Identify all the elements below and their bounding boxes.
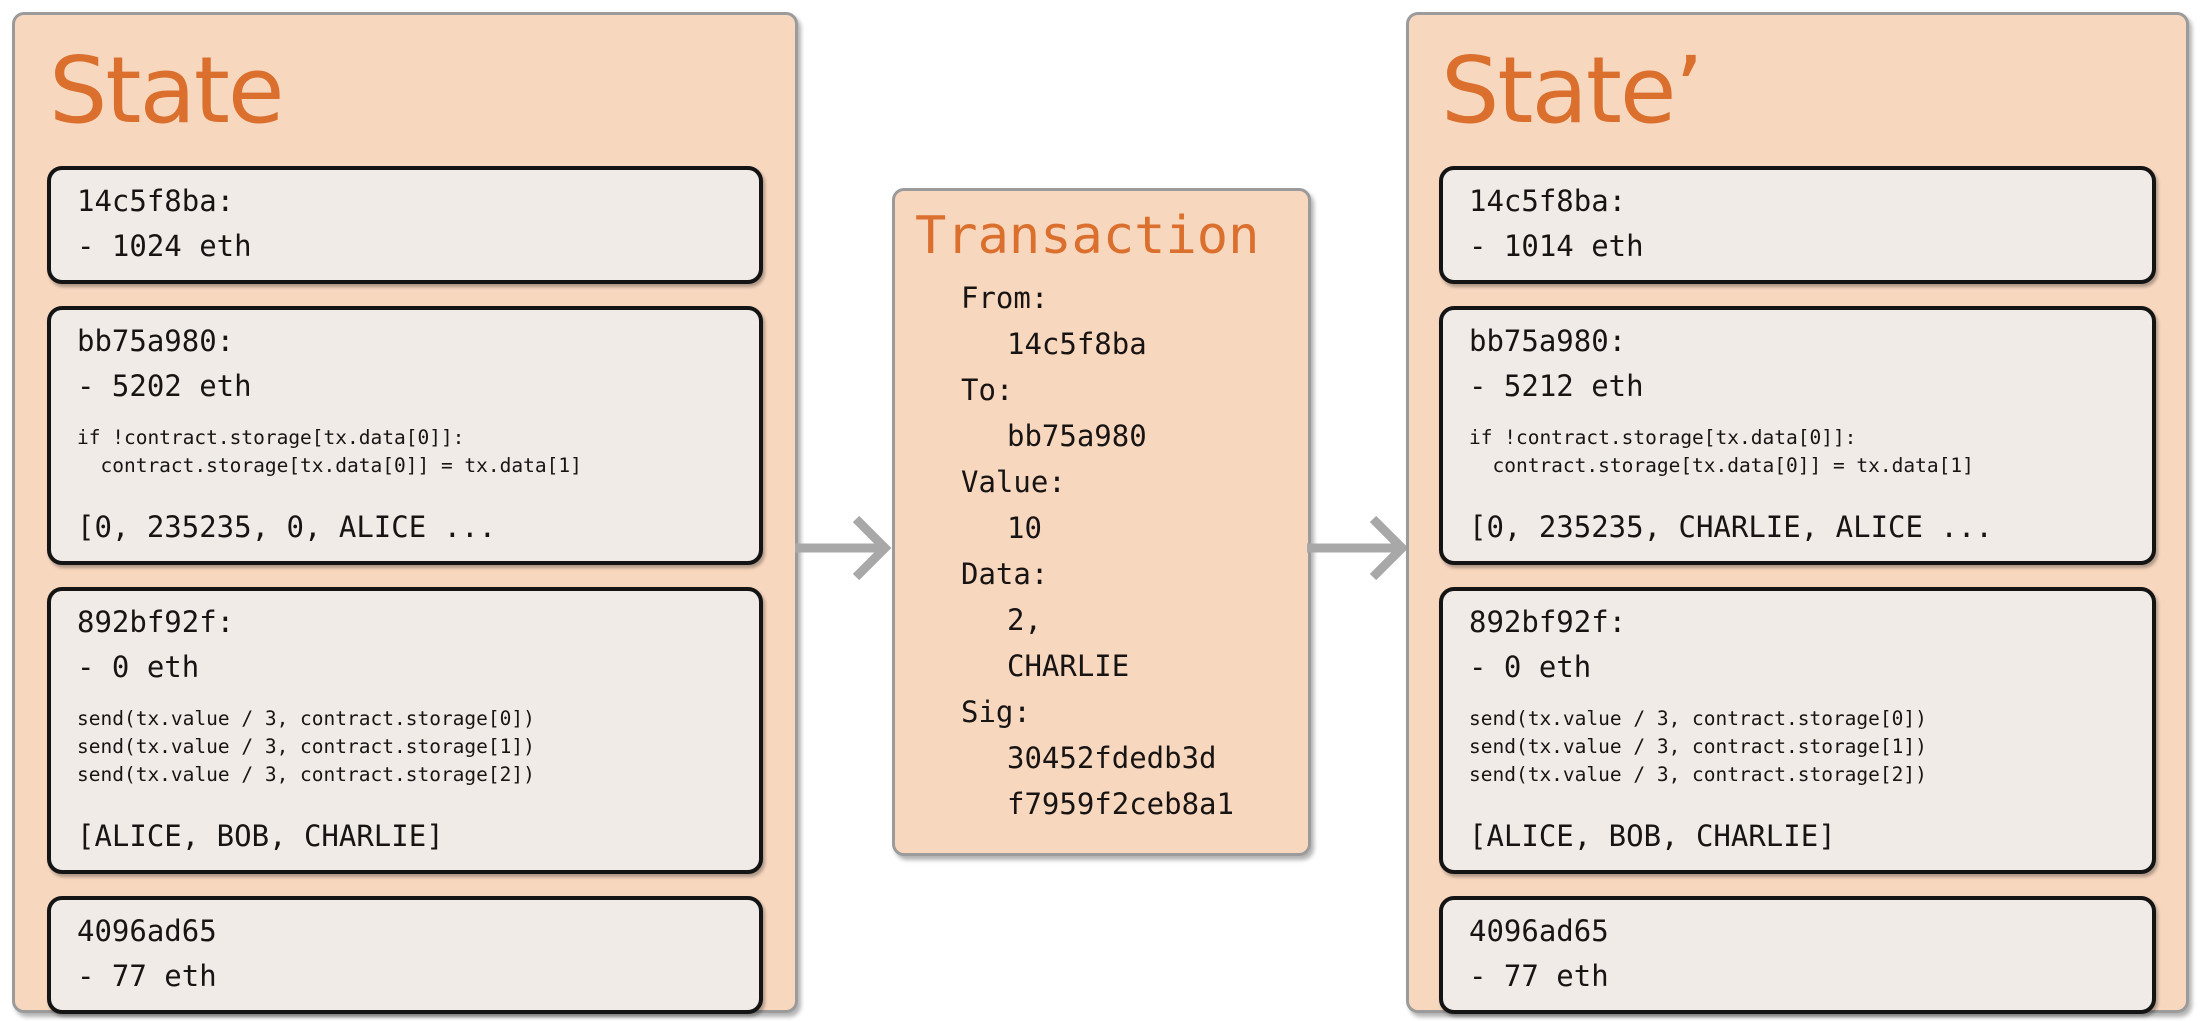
account-balance: - 5212 eth: [1469, 369, 1644, 404]
contract-code: if !contract.storage[tx.data[0]]: contra…: [1469, 424, 2128, 480]
tx-from-label: From:: [961, 281, 1049, 315]
account-balance: - 5202 eth: [77, 369, 252, 404]
account-address: 892bf92f:: [1469, 605, 1627, 640]
account-balance: - 1014 eth: [1469, 229, 1644, 264]
account-balance: - 0 eth: [77, 650, 200, 685]
arrowhead-icon: [1369, 515, 1409, 581]
account-address: 4096ad65: [1469, 914, 1609, 949]
account-card-bb75a980-before: bb75a980: - 5202 eth if !contract.storag…: [47, 306, 763, 566]
code-line: send(tx.value / 3, contract.storage[2]): [77, 763, 535, 787]
tx-from-value: 14c5f8ba: [1007, 327, 1147, 361]
account-address: 14c5f8ba:: [1469, 184, 1627, 219]
contract-storage: [0, 235235, CHARLIE, ALICE ...: [1469, 510, 1993, 545]
code-line: contract.storage[tx.data[0]] = tx.data[1…: [77, 454, 582, 478]
account-card-892bf92f-after: 892bf92f: - 0 eth send(tx.value / 3, con…: [1439, 587, 2156, 875]
contract-storage: [ALICE, BOB, CHARLIE]: [1469, 819, 1836, 854]
arrow-state-to-transaction: [795, 515, 892, 581]
account-balance: - 0 eth: [1469, 650, 1592, 685]
tx-to-value: bb75a980: [1007, 419, 1147, 453]
tx-sig-value: f7959f2ceb8a1: [1007, 787, 1234, 821]
account-card-14c5f8ba-after: 14c5f8ba: - 1014 eth: [1439, 166, 2156, 285]
account-card-14c5f8ba-before: 14c5f8ba: - 1024 eth: [47, 166, 763, 285]
tx-to-label: To:: [961, 373, 1014, 407]
code-line: if !contract.storage[tx.data[0]]:: [1469, 426, 1857, 450]
account-card-4096ad65-before: 4096ad65 - 77 eth: [47, 896, 763, 1015]
tx-data-value: 2,: [1007, 603, 1042, 637]
tx-sig-value: 30452fdedb3d: [1007, 741, 1217, 775]
arrowhead-icon: [852, 515, 892, 581]
state-after-panel: State’ 14c5f8ba: - 1014 eth bb75a980: - …: [1406, 12, 2189, 1015]
code-line: send(tx.value / 3, contract.storage[1]): [77, 735, 535, 759]
transaction-panel: Transaction From: 14c5f8ba To: bb75a980 …: [892, 188, 1311, 856]
code-line: if !contract.storage[tx.data[0]]:: [77, 426, 465, 450]
state-after-title: State’: [1441, 37, 1704, 144]
state-before-panel: State 14c5f8ba: - 1024 eth bb75a980: - 5…: [12, 12, 798, 1015]
code-line: send(tx.value / 3, contract.storage[1]): [1469, 735, 1927, 759]
code-line: send(tx.value / 3, contract.storage[0]): [1469, 707, 1927, 731]
code-line: contract.storage[tx.data[0]] = tx.data[1…: [1469, 454, 1974, 478]
tx-value-value: 10: [1007, 511, 1042, 545]
tx-data-value: CHARLIE: [1007, 649, 1130, 683]
account-balance: - 77 eth: [77, 959, 217, 994]
account-balance: - 1024 eth: [77, 229, 252, 264]
contract-code: if !contract.storage[tx.data[0]]: contra…: [77, 424, 735, 480]
contract-code: send(tx.value / 3, contract.storage[0]) …: [77, 705, 735, 789]
tx-sig-label: Sig:: [961, 695, 1031, 729]
arrow-transaction-to-state-after: [1307, 515, 1409, 581]
contract-storage: [0, 235235, 0, ALICE ...: [77, 510, 497, 545]
account-card-4096ad65-after: 4096ad65 - 77 eth: [1439, 896, 2156, 1015]
account-balance: - 77 eth: [1469, 959, 1609, 994]
account-address: bb75a980:: [1469, 324, 1627, 359]
account-address: 14c5f8ba:: [77, 184, 235, 219]
account-address: 4096ad65: [77, 914, 217, 949]
account-address: 892bf92f:: [77, 605, 235, 640]
tx-data-label: Data:: [961, 557, 1049, 591]
contract-code: send(tx.value / 3, contract.storage[0]) …: [1469, 705, 2128, 789]
code-line: send(tx.value / 3, contract.storage[2]): [1469, 763, 1927, 787]
account-card-892bf92f-before: 892bf92f: - 0 eth send(tx.value / 3, con…: [47, 587, 763, 875]
state-before-title: State: [49, 37, 285, 144]
account-address: bb75a980:: [77, 324, 235, 359]
code-line: send(tx.value / 3, contract.storage[0]): [77, 707, 535, 731]
tx-value-label: Value:: [961, 465, 1066, 499]
contract-storage: [ALICE, BOB, CHARLIE]: [77, 819, 444, 854]
transaction-title: Transaction: [915, 206, 1260, 266]
account-card-bb75a980-after: bb75a980: - 5212 eth if !contract.storag…: [1439, 306, 2156, 566]
